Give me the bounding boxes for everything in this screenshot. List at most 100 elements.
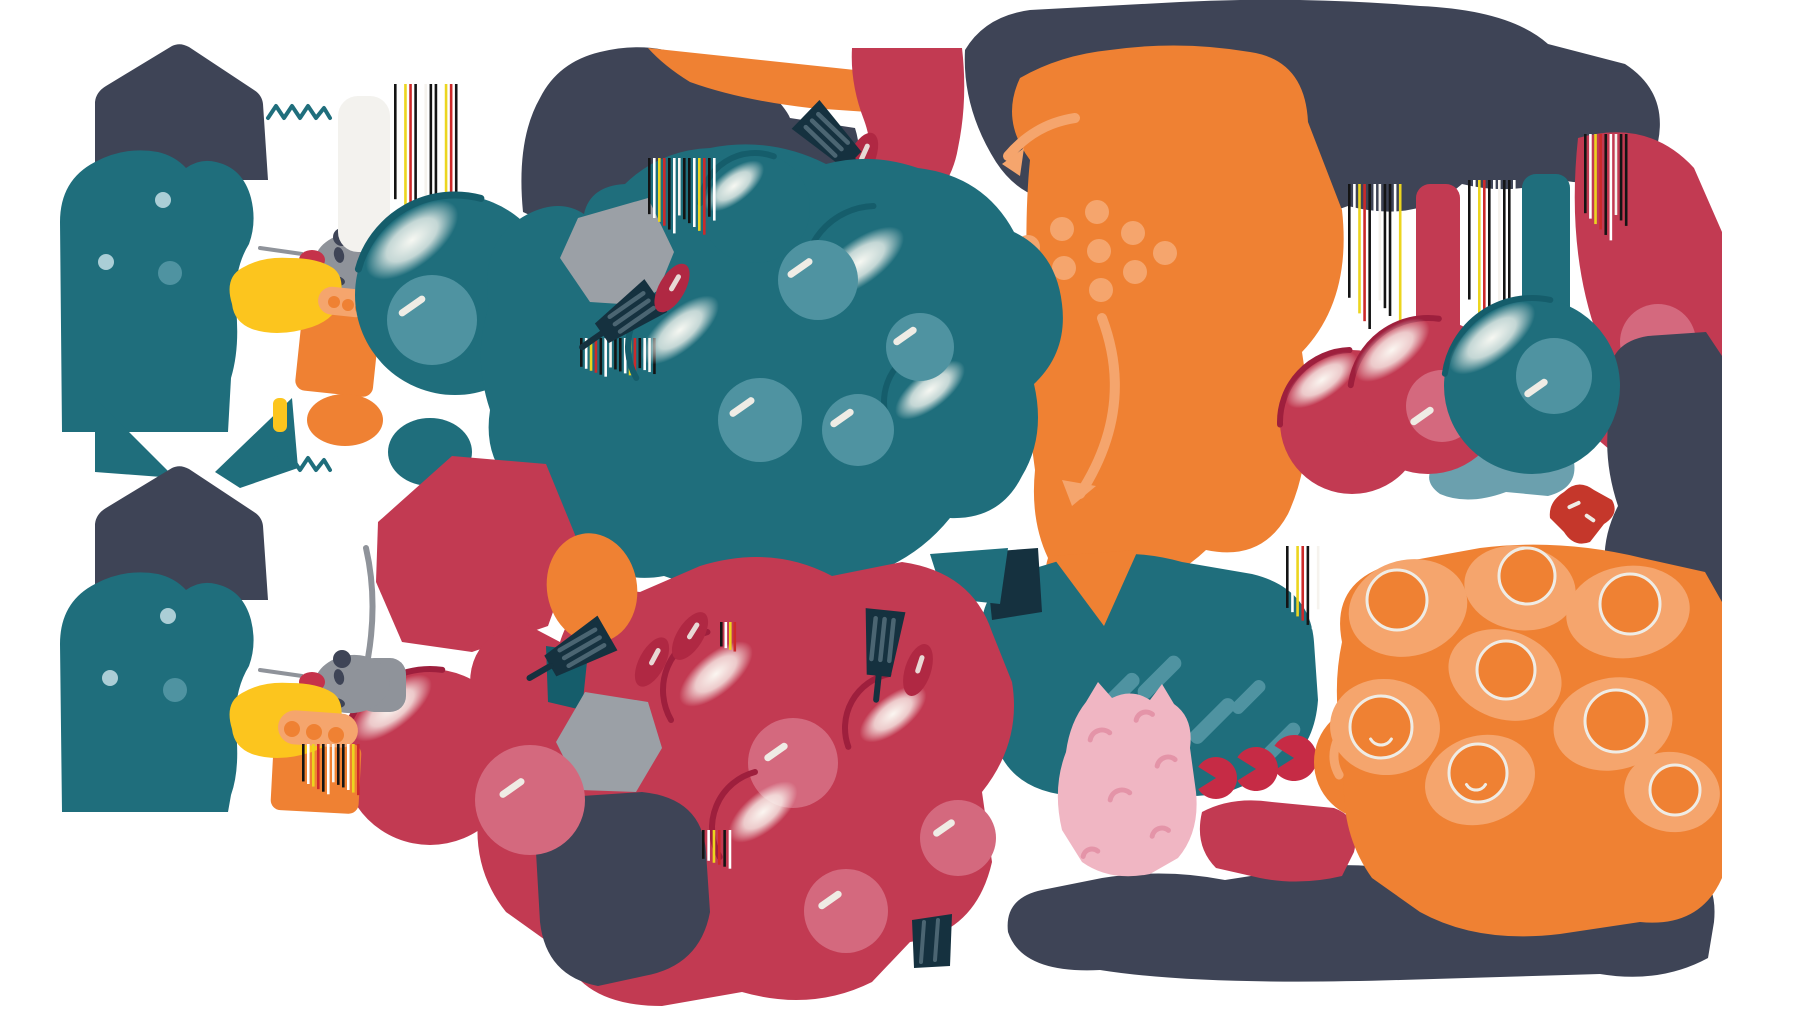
embryo-dot-5 bbox=[1087, 239, 1111, 263]
piglet-mark-e bbox=[1149, 825, 1171, 839]
yellow-sliver bbox=[273, 398, 287, 432]
flask-1-rim bbox=[354, 191, 485, 273]
teal-mass-bottomright bbox=[980, 553, 1318, 797]
donor-mouse-1-body bbox=[60, 150, 254, 432]
piglet-mark-b bbox=[1133, 709, 1155, 723]
donor-mouse-2-body bbox=[60, 572, 254, 812]
morula-nucleus-1 bbox=[1365, 568, 1429, 632]
morula-nucleus-2 bbox=[1497, 546, 1557, 606]
teal-flask-cell-mark bbox=[1524, 378, 1548, 398]
morula-nucleus-7 bbox=[1447, 742, 1509, 804]
injection-needle-2 bbox=[579, 279, 668, 351]
mouse-1-spot-c bbox=[158, 261, 182, 285]
embryo-dot-8 bbox=[1123, 260, 1147, 284]
morula-nucleus-5 bbox=[1348, 694, 1414, 760]
embryo-red-mark-b bbox=[1584, 513, 1596, 523]
teal-nucleus-b bbox=[718, 378, 802, 462]
red-nucleus-d bbox=[920, 800, 996, 876]
red-nucleus-a-mark bbox=[499, 778, 525, 798]
teal-cell-c-shine bbox=[895, 360, 965, 420]
red-nucleus-c bbox=[804, 869, 888, 953]
slate-blob-bottom bbox=[535, 792, 710, 986]
navy-fragment bbox=[912, 914, 952, 968]
red-flask-cell-mark bbox=[1410, 406, 1434, 426]
embryo-red-mark-a bbox=[1567, 500, 1581, 510]
embryo-dot-9 bbox=[1153, 241, 1177, 265]
text-glitch-stripes-4 bbox=[1348, 184, 1402, 337]
teal-nucleus-d-mark bbox=[893, 326, 917, 346]
teal-nucleus-b-mark bbox=[729, 397, 755, 417]
orange-blob-mid bbox=[546, 533, 638, 643]
text-glitch-stripes-11 bbox=[720, 622, 737, 652]
text-glitch-stripes-2 bbox=[648, 158, 716, 235]
scene-root bbox=[60, 0, 1722, 1006]
red-chevron-a bbox=[1198, 757, 1238, 800]
injection-needle-3 bbox=[526, 615, 618, 681]
text-glitch-stripes-8 bbox=[1286, 546, 1320, 630]
flask-1-cell-mark bbox=[398, 295, 426, 317]
teal-nucleus-a-mark bbox=[787, 258, 813, 278]
red-nucleus-c-mark bbox=[818, 890, 842, 910]
teal-flask-neck bbox=[1522, 174, 1570, 326]
red-cell-mid-rim bbox=[1277, 347, 1353, 428]
teal-flask-rim bbox=[1441, 295, 1554, 377]
embryo-dot-3 bbox=[1052, 256, 1076, 280]
teal-cell-a-shine bbox=[641, 295, 719, 365]
red-chevron-b bbox=[1237, 747, 1278, 792]
transfer-arrow-1 bbox=[1002, 113, 1080, 176]
embryo-red bbox=[1549, 484, 1615, 544]
hand-2-knuckle-a bbox=[284, 721, 300, 737]
hand-2-knuckle-b bbox=[306, 724, 322, 740]
navy-fragment-line-a bbox=[919, 920, 926, 964]
embryo-dot-7 bbox=[1121, 221, 1145, 245]
red-nucleus-b-mark bbox=[764, 742, 788, 762]
morula-nucleus-5-smile bbox=[1369, 737, 1393, 747]
embryo-dot-4 bbox=[1085, 200, 1109, 224]
injection-needle-4 bbox=[865, 608, 906, 703]
red-poly-funnel bbox=[376, 456, 578, 652]
micropipette-4 bbox=[903, 644, 933, 696]
red-cell-mid-shine bbox=[1286, 351, 1358, 409]
hand-2-knuckle-c bbox=[328, 727, 344, 743]
orange-blob-top-2 bbox=[307, 394, 383, 446]
text-glitch-stripes-10 bbox=[702, 830, 732, 869]
flask-1-neck bbox=[338, 96, 390, 252]
hand-1-knuckle-a bbox=[328, 296, 340, 308]
embryo-dot-6 bbox=[1089, 278, 1113, 302]
piglet-mark-c bbox=[1154, 754, 1178, 769]
red-nucleus-d-mark bbox=[933, 819, 955, 837]
teal-cell-top-rim bbox=[697, 150, 777, 207]
morula-nucleus-7-smile bbox=[1464, 783, 1488, 792]
embryo-dot-2 bbox=[1050, 217, 1074, 241]
text-glitch-stripes-1 bbox=[394, 84, 458, 242]
mouse-2-spot-b bbox=[102, 670, 118, 686]
mouse-1-spot-a bbox=[155, 192, 171, 208]
transfer-arrow-2 bbox=[1062, 313, 1120, 506]
teal-rod-b bbox=[1137, 655, 1182, 700]
orange-tip bbox=[1052, 550, 1138, 626]
orange-band-top bbox=[648, 48, 869, 112]
micropipette-5 bbox=[634, 637, 670, 687]
teal-flask-cell bbox=[1516, 338, 1592, 414]
lab-mouse-2 bbox=[258, 650, 406, 714]
mouse-2-tail bbox=[363, 545, 376, 661]
red-cell-c-shine bbox=[859, 685, 927, 743]
teal-nucleus-c bbox=[822, 394, 894, 466]
teal-flask-shine bbox=[1448, 301, 1536, 375]
morula-nucleus-8 bbox=[1648, 763, 1702, 817]
hand-1-knuckle-b bbox=[342, 299, 354, 311]
teal-rod-c bbox=[1189, 698, 1236, 744]
morula-nucleus-3 bbox=[1598, 572, 1662, 636]
red-cell-b-shine bbox=[728, 781, 798, 843]
teal-rod-d bbox=[1231, 680, 1266, 714]
text-glitch-stripes-9 bbox=[302, 744, 360, 796]
micropipette-3 bbox=[671, 612, 709, 660]
red-chevron-c bbox=[1274, 735, 1318, 781]
teal-nucleus-a bbox=[778, 240, 858, 320]
gray-blob-2 bbox=[556, 692, 662, 792]
teal-nucleus-d bbox=[886, 313, 954, 381]
text-glitch-stripes-5 bbox=[1468, 180, 1516, 341]
flask-1-shine bbox=[365, 200, 459, 280]
